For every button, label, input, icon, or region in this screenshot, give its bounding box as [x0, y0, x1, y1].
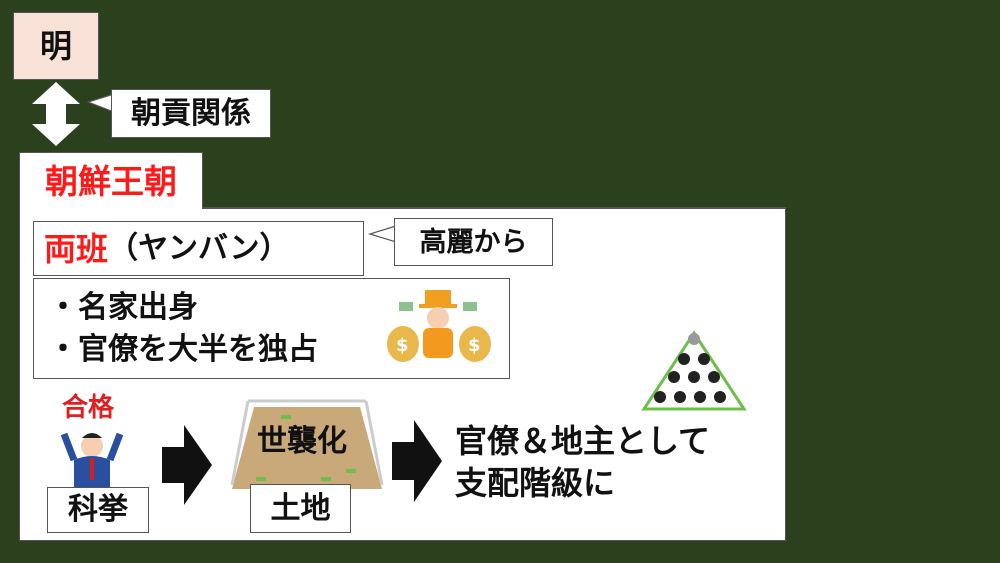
goryeo-callout: 高麗から — [394, 218, 553, 266]
land-overlay-label: 世襲化 — [257, 424, 347, 459]
fenced-field-illustration — [230, 399, 384, 489]
tribute-label: 朝貢関係 — [131, 95, 251, 131]
exam-pass-illustration: 合格 — [60, 392, 124, 488]
rich-man-illustration: $$ — [387, 290, 491, 362]
trait-item: ・名家出身 — [48, 289, 198, 325]
arrow-right-icon — [392, 420, 442, 502]
yangban-header: 両班 （ヤンバン） — [33, 221, 364, 276]
result-line2: 支配階級に — [455, 464, 616, 502]
yangban-term: 両班 — [44, 229, 109, 268]
exam-label-box: 科挙 — [47, 487, 149, 533]
land-label: 土地 — [270, 490, 331, 526]
goryeo-label: 高麗から — [419, 226, 528, 258]
trait-item: ・官僚を大半を独占 — [48, 331, 318, 367]
pyramid-people-illustration — [641, 330, 747, 411]
tribute-callout: 朝貢関係 — [111, 89, 271, 138]
double-arrow-icon — [32, 82, 80, 146]
arrow-right-icon — [162, 425, 212, 505]
result-line1: 官僚＆地主として — [455, 422, 711, 460]
land-label-box: 土地 — [250, 484, 351, 533]
joseon-tab: 朝鮮王朝 — [19, 152, 203, 209]
joseon-label: 朝鮮王朝 — [45, 161, 177, 201]
svg-text:$: $ — [468, 335, 481, 356]
yangban-reading: （ヤンバン） — [108, 230, 290, 266]
svg-text:$: $ — [396, 335, 409, 356]
ming-label: 明 — [39, 27, 72, 65]
result-text: 官僚＆地主として 支配階級に — [455, 425, 710, 499]
exam-label: 科挙 — [68, 492, 128, 527]
exam-badge: 合格 — [62, 392, 115, 423]
ming-box: 明 — [13, 12, 99, 80]
